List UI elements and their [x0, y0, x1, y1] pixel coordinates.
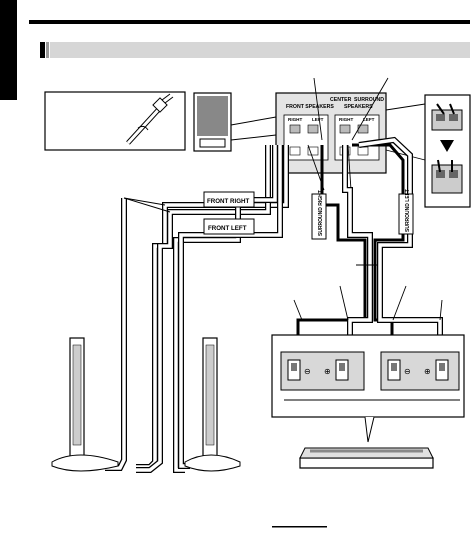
center-label: CENTER [330, 97, 352, 103]
front-left-terminal-label: LEFT [312, 117, 324, 122]
rear-speaker-bar [299, 447, 434, 469]
polarity-minus-1: ⊖ [304, 367, 311, 376]
header-rule [29, 20, 470, 24]
lower-callout-lines [293, 285, 443, 321]
callout-lines [307, 77, 389, 191]
subwoofer-unit [193, 92, 277, 152]
front-right-tag-box [203, 191, 255, 208]
footer-rule [272, 526, 327, 528]
front-left-tag-box [203, 218, 255, 235]
front-right-tag: FRONT RIGHT [207, 198, 249, 205]
surround-left-terminal-label: LEFT [363, 117, 375, 122]
surround-right-tag: SURROUND RIGHT [318, 190, 324, 236]
section-heading-bar [40, 42, 470, 58]
front-speaker-cables [105, 145, 289, 473]
front-left-tag: FRONT LEFT [208, 225, 247, 232]
polarity-plus-1: ⊕ [324, 367, 331, 376]
surround-right-tag-box [311, 193, 327, 240]
surround-label: SURROUND [354, 97, 384, 103]
front-right-terminal-label: RIGHT [288, 117, 302, 122]
surround-left-tag-box [398, 193, 414, 235]
surround-left-tag: SURROUND LEFT [405, 189, 411, 232]
page-edge-tab [0, 0, 17, 100]
surround-right-terminal-label: RIGHT [339, 117, 353, 122]
rear-speaker-terminals [271, 334, 465, 443]
front-speakers-label: FRONT SPEAKERS [286, 104, 334, 110]
polarity-minus-2: ⊖ [404, 367, 411, 376]
wire-prep-inset [44, 91, 186, 151]
front-speaker-left [51, 337, 119, 472]
front-speaker-right [184, 337, 241, 472]
speakers-word-label: SPEAKERS [344, 104, 373, 110]
terminal-panel [275, 92, 387, 174]
terminal-step-inset [385, 94, 471, 208]
polarity-plus-2: ⊕ [424, 367, 431, 376]
